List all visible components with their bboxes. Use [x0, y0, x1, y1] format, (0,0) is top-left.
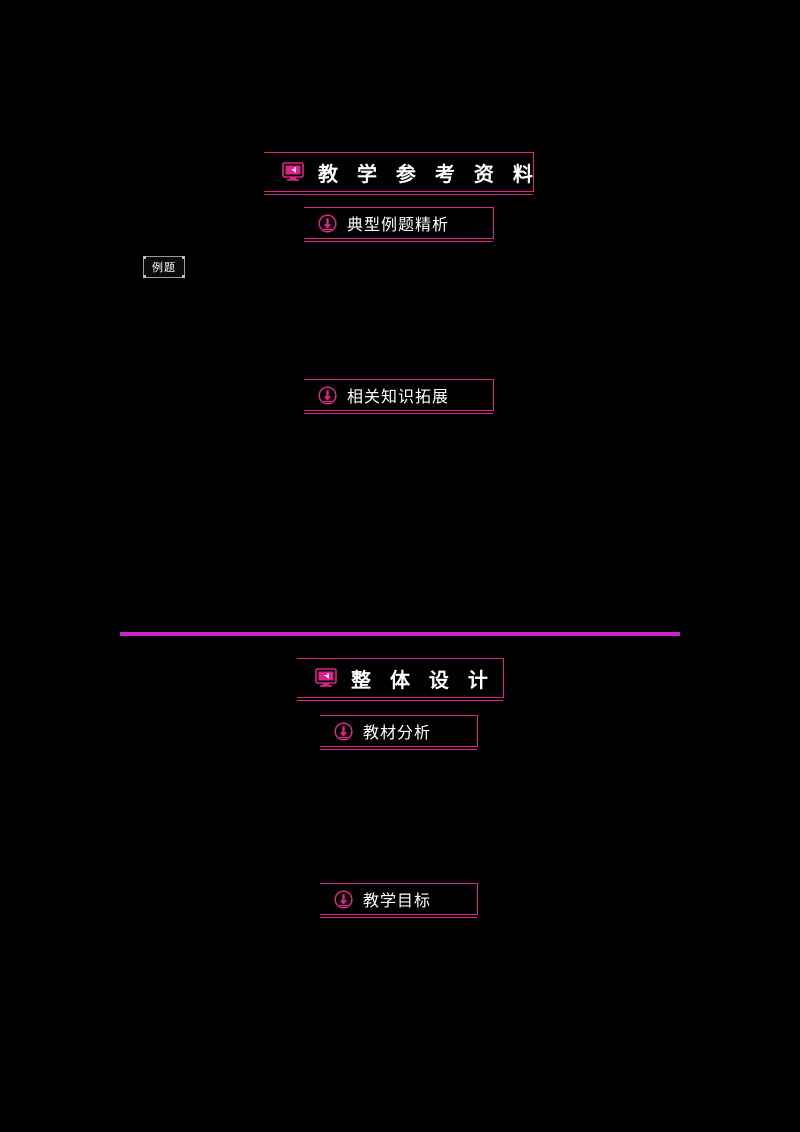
sub-section-underline	[320, 749, 477, 750]
down-arrow-icon	[318, 213, 337, 233]
sub-section-title: 相关知识拓展	[347, 387, 450, 406]
sub-section-title: 教材分析	[363, 723, 432, 742]
sub-section-underline	[320, 917, 477, 918]
down-arrow-icon	[334, 889, 353, 909]
section-title: 整 体 设 计	[351, 667, 494, 692]
sub-header-related-knowledge: 相关知识拓展	[304, 379, 494, 414]
example-tag-label: 例题	[152, 261, 176, 274]
sub-section-title: 教学目标	[363, 891, 432, 910]
handle-top-left	[143, 256, 146, 259]
sub-header-teaching-objectives: 教学目标	[320, 883, 478, 918]
sub-header-typical-examples: 典型例题精析	[304, 207, 494, 242]
sub-header-textbook-analysis: 教材分析	[320, 715, 478, 750]
section-header-teaching-reference: 教 学 参 考 资 料	[264, 152, 534, 195]
section-header-overall-design: 整 体 设 计	[297, 658, 504, 701]
down-arrow-icon	[318, 385, 337, 405]
page-divider	[120, 632, 680, 636]
section-underline	[297, 700, 503, 701]
handle-bottom-left	[143, 275, 146, 278]
section-title: 教 学 参 考 资 料	[318, 161, 539, 186]
sub-section-underline	[304, 241, 493, 242]
monitor-icon	[315, 668, 337, 688]
section-underline	[264, 194, 533, 195]
down-arrow-icon	[334, 721, 353, 741]
sub-section-title: 典型例题精析	[347, 215, 450, 234]
monitor-icon	[282, 162, 304, 182]
example-tag: 例题	[143, 256, 185, 278]
sub-section-underline	[304, 413, 493, 414]
handle-bottom-right	[182, 275, 185, 278]
handle-top-right	[182, 256, 185, 259]
